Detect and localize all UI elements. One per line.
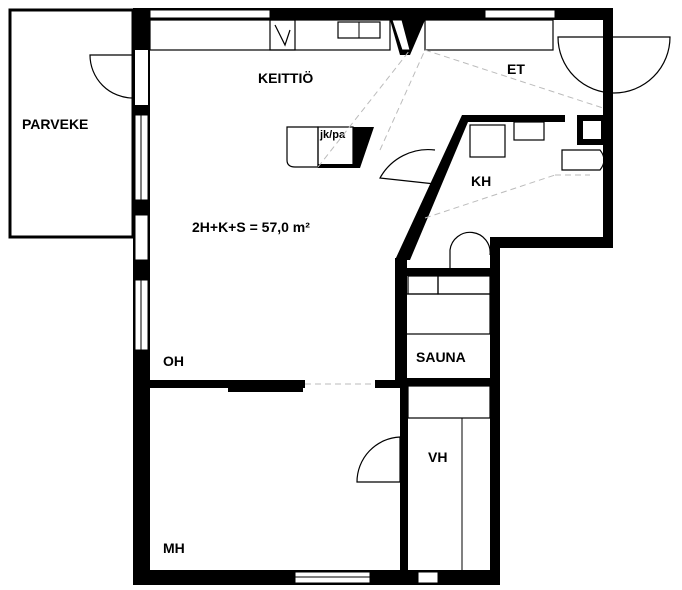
room-label-mh: MH	[163, 540, 185, 556]
exterior-walls	[133, 8, 613, 585]
fridge-freezer: jk/pa	[286, 126, 374, 168]
entry-door-swing	[557, 36, 671, 94]
area-summary: 2H+K+S = 57,0 m²	[192, 219, 310, 235]
room-label-oh: OH	[163, 353, 184, 369]
kitchen-counter	[149, 19, 391, 51]
room-label-et: ET	[507, 61, 525, 77]
sauna-door-swing	[449, 231, 491, 268]
room-label-keittio: KEITTIÖ	[258, 70, 313, 86]
wc-door-swing	[356, 436, 401, 483]
room-label-kh: KH	[471, 173, 491, 189]
room-label-vh: VH	[428, 449, 447, 465]
room-label-sauna: SAUNA	[416, 349, 466, 365]
windows	[134, 9, 556, 584]
balcony-door-swing	[89, 54, 134, 99]
appliance-label: jk/pa	[319, 129, 346, 141]
bathroom-walls	[395, 115, 607, 383]
room-label-parveke: PARVEKE	[22, 116, 88, 132]
bathroom-door-swing	[379, 148, 436, 185]
bedroom-wall	[150, 380, 305, 388]
